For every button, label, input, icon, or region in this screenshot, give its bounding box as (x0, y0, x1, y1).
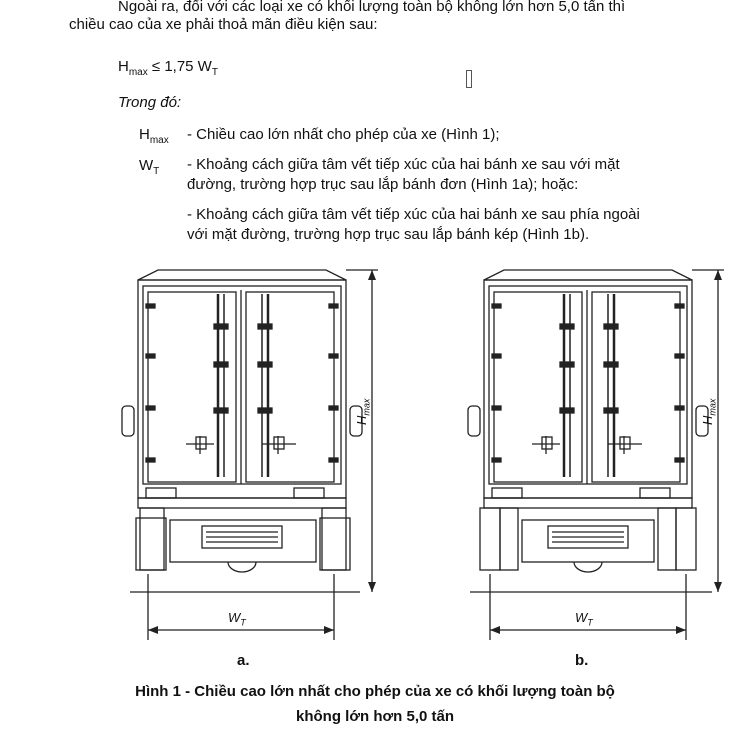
figure-caption-line1: Hình 1 - Chiều cao lớn nhất cho phép của… (135, 683, 615, 700)
figure-b (467, 269, 724, 640)
figure-a-hmax-label: Hmax (352, 399, 377, 425)
figure-a-label: a. (237, 652, 250, 669)
figure-b-label: b. (575, 652, 589, 669)
formula-h: H (118, 58, 129, 75)
formula-rel: ≤ 1,75 W (147, 58, 212, 75)
figure-b-hmax-label: Hmax (698, 399, 723, 425)
figure-b-wt-label: WT (575, 608, 593, 633)
figure-b-wt-sub: T (587, 617, 593, 628)
figure-b-hmax-h: H (700, 415, 715, 425)
formula-w-sub: T (211, 67, 218, 78)
formula: Hmax ≤ 1,75 WT (118, 57, 218, 83)
figure-b-wt-w: W (575, 610, 588, 625)
def-wt-line1: - Khoảng cách giữa tâm vết tiếp xúc của … (187, 156, 620, 173)
def-wt-sym: W (139, 157, 154, 174)
def-wt-line2: đường, trường hợp trục sau lắp bánh đơn … (187, 176, 579, 193)
def-wt-symbol: WT (139, 156, 159, 182)
figure-b-hmax-sub: max (707, 398, 718, 416)
figure-a-hmax-h: H (354, 415, 369, 425)
text-cursor (466, 70, 472, 88)
figure-a-wt-w: W (228, 610, 241, 625)
where-label: Trong đó: (118, 94, 182, 111)
def-hmax-text: - Chiều cao lớn nhất cho phép của xe (Hì… (187, 126, 500, 143)
def-hmax-symbol: Hmax (139, 125, 169, 151)
intro-line-2: chiều cao của xe phải thoả mãn điều kiện… (69, 16, 378, 33)
def-wt-sub: T (153, 166, 160, 177)
def-hmax-sym: H (139, 126, 150, 143)
figure-a-wt-sub: T (240, 617, 246, 628)
figure-a-hmax-sub: max (361, 398, 372, 416)
intro-line-1: Ngoài ra, đối với các loại xe có khối lư… (118, 0, 626, 15)
formula-h-sub: max (128, 67, 148, 78)
figure-a-wt-label: WT (228, 608, 246, 633)
def-wt-dual-line2: với mặt đường, trường hợp trục sau lắp b… (187, 226, 590, 243)
def-wt-dual-line1: - Khoảng cách giữa tâm vết tiếp xúc của … (187, 206, 640, 223)
figure-caption-line2: không lớn hơn 5,0 tấn (296, 708, 454, 725)
figure-a (121, 269, 378, 640)
def-hmax-sub: max (149, 135, 169, 146)
